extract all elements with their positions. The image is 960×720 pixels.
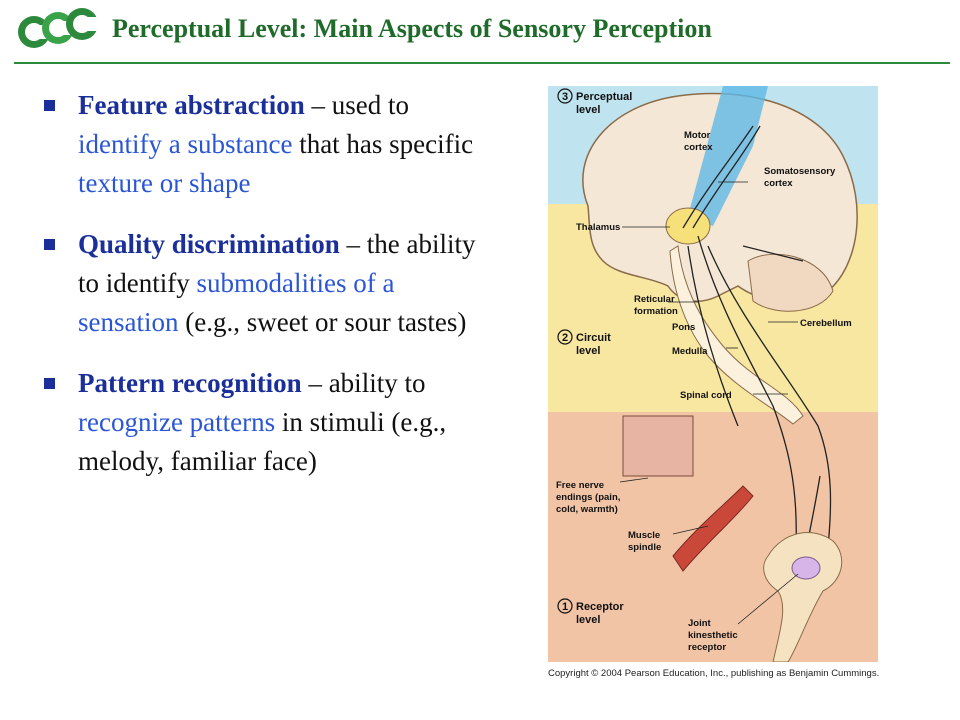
level-badge-circuit: 2 Circuit level	[557, 329, 611, 357]
svg-text:level: level	[576, 104, 600, 116]
bullet-pattern-recognition: Pattern recognition – ability to recogni…	[44, 364, 484, 481]
bullet-highlight: identify a substance	[78, 129, 293, 159]
label-medulla: Medulla	[672, 346, 708, 357]
bullet-text: in stimuli (e.g., melody, familiar face)	[78, 407, 447, 476]
copyright-notice: Copyright © 2004 Pearson Education, Inc.…	[548, 668, 880, 679]
bullet-highlight: recognize patterns	[78, 407, 276, 437]
label-joint-3: receptor	[688, 642, 726, 653]
svg-text:level: level	[576, 614, 600, 626]
sensory-pathway-figure: 3 Perceptual level 2 Circuit level 1 Rec…	[548, 86, 878, 662]
bullet-highlight: submodalities of a sensation	[78, 268, 395, 337]
svg-text:level: level	[576, 345, 600, 357]
label-muscle-spindle-2: spindle	[628, 542, 661, 553]
bullet-text: used to	[331, 90, 409, 120]
label-thalamus: Thalamus	[576, 222, 620, 233]
label-cerebellum: Cerebellum	[800, 318, 852, 329]
label-free-nerve-3: cold, warmth)	[556, 504, 618, 515]
bullet-text: ability to	[328, 368, 426, 398]
bullet-heading: Quality discrimination	[78, 229, 340, 259]
bullet-separator: –	[339, 229, 367, 259]
svg-text:Circuit: Circuit	[576, 332, 611, 344]
label-spinal-cord: Spinal cord	[680, 390, 732, 401]
label-motor-cortex: Motor	[684, 130, 711, 141]
bullet-heading: Feature abstraction	[78, 90, 305, 120]
square-bullet-icon	[44, 100, 55, 111]
bullet-text: that has specific	[292, 129, 474, 159]
page-title: Perceptual Level: Main Aspects of Sensor…	[112, 14, 712, 43]
label-muscle-spindle: Muscle	[628, 530, 660, 541]
bullet-heading: Pattern recognition	[78, 368, 302, 398]
motor-cortex-band	[688, 86, 768, 226]
square-bullet-icon	[44, 239, 55, 250]
bullet-text: the ability to identify	[78, 229, 476, 298]
joint-capsule	[791, 556, 821, 580]
label-pons: Pons	[672, 322, 695, 333]
brainstem-shape	[669, 245, 804, 425]
bullet-quality-discrimination: Quality discrimination – the ability to …	[44, 225, 484, 342]
label-free-nerve-2: endings (pain,	[556, 492, 620, 503]
square-bullet-icon	[44, 378, 55, 389]
label-reticular-2: formation	[634, 306, 678, 317]
level-badge-perceptual: 3 Perceptual level	[557, 88, 632, 116]
label-reticular: Reticular	[634, 294, 675, 305]
label-free-nerve: Free nerve	[556, 480, 604, 491]
label-joint-2: kinesthetic	[688, 630, 738, 641]
bullet-highlight: texture or shape	[78, 168, 251, 198]
svg-text:2: 2	[562, 332, 568, 344]
bullet-feature-abstraction: Feature abstraction – used to identify a…	[44, 86, 484, 203]
ccc-logo	[18, 8, 98, 48]
svg-text:Receptor: Receptor	[576, 601, 624, 613]
svg-text:1: 1	[562, 601, 568, 613]
svg-text:3: 3	[562, 91, 568, 103]
label-somatosensory: Somatosensory	[764, 166, 836, 177]
thalamus-shape	[665, 207, 711, 245]
skin-tissue-block	[622, 415, 694, 477]
label-motor-cortex-2: cortex	[684, 142, 713, 153]
bullet-list: Feature abstraction – used to identify a…	[44, 86, 484, 503]
title-divider	[14, 62, 950, 64]
level-badge-receptor: 1 Receptor level	[557, 598, 624, 626]
bullet-separator: –	[304, 90, 332, 120]
label-somatosensory-2: cortex	[764, 178, 793, 189]
svg-text:Perceptual: Perceptual	[576, 91, 632, 103]
leader-lines	[619, 181, 799, 625]
bullet-separator: –	[301, 368, 329, 398]
bullet-text: (e.g., sweet or sour tastes)	[178, 307, 467, 337]
label-joint: Joint	[688, 618, 712, 629]
